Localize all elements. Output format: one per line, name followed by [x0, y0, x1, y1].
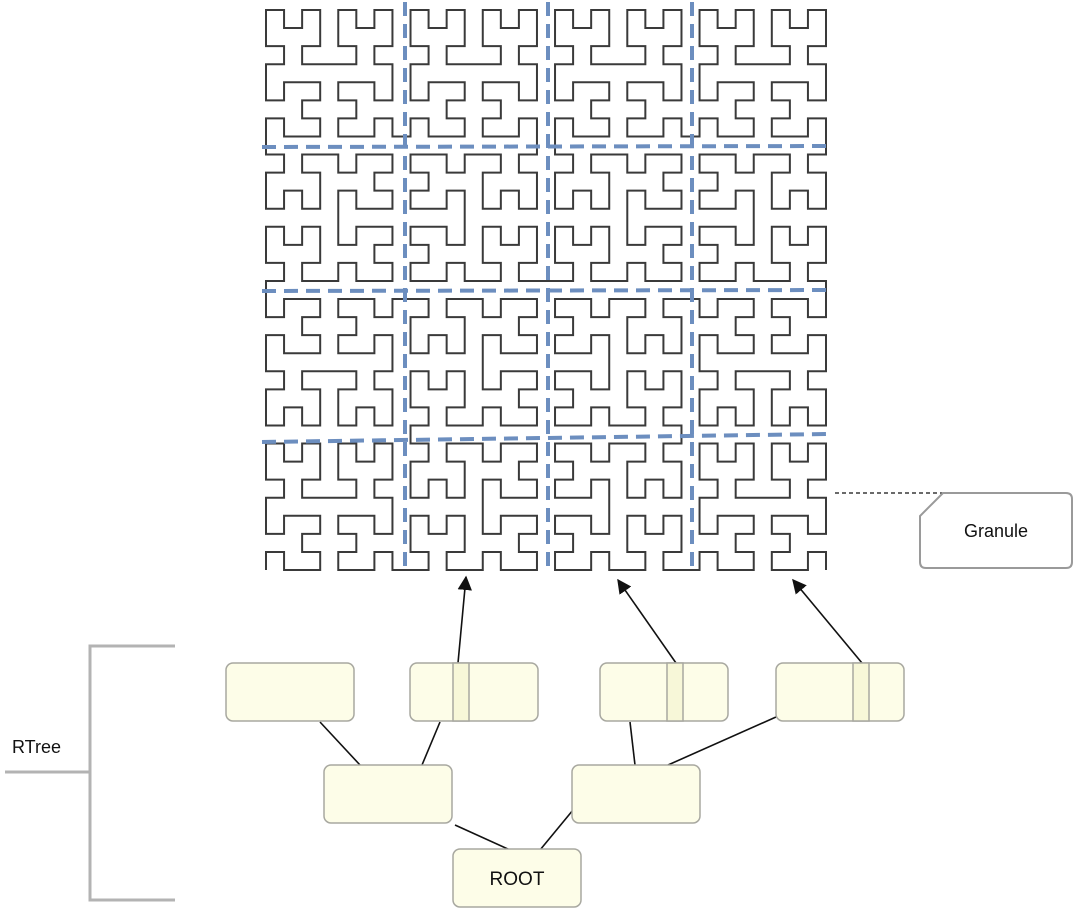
rtree-bracket-line: [88, 644, 175, 902]
edge-left-leaf1: [319, 721, 361, 766]
leaf-nodes: [225, 662, 905, 722]
root-label: ROOT: [490, 869, 545, 890]
tree-edges: [319, 716, 777, 851]
granule-box: [919, 492, 1073, 569]
arrow-leaf2-to-granule: [457, 575, 472, 664]
leaf-node-3: [599, 662, 729, 722]
leaf-entry-3: [666, 662, 684, 722]
arrow-leaf4-to-granule: [792, 578, 863, 664]
edge-right-leaf4: [667, 716, 777, 766]
rtree-bracket: [5, 644, 175, 902]
root-node: [452, 848, 582, 908]
edge-left-leaf2: [421, 721, 441, 766]
leaf-entry-2: [452, 662, 470, 722]
leaf-node-2: [409, 662, 539, 722]
edge-right-leaf3: [629, 721, 636, 766]
hilbert-curve-path: [265, 9, 827, 571]
leaf-node-4: [775, 662, 905, 722]
granule-pointers: [457, 575, 863, 664]
edge-root-left: [454, 824, 511, 851]
edge-root-right: [539, 809, 574, 851]
internal-node-left: [323, 764, 453, 824]
grid-line-horizontal-2: [261, 288, 827, 293]
leaf-node-1: [225, 662, 355, 722]
granule-callout: Granule: [835, 492, 1073, 569]
rtree-label: RTree: [12, 737, 61, 757]
internal-node-right: [571, 764, 701, 824]
partition-grid: [261, 2, 827, 568]
granule-label: Granule: [964, 521, 1028, 541]
leaf-entry-4: [852, 662, 870, 722]
root-node-group: ROOT: [452, 848, 582, 908]
hilbert-curve: [265, 9, 827, 571]
grid-line-horizontal-1: [261, 144, 827, 149]
internal-nodes: [323, 764, 701, 824]
arrow-leaf3-to-granule: [617, 578, 677, 664]
grid-line-horizontal-3: [261, 432, 827, 444]
